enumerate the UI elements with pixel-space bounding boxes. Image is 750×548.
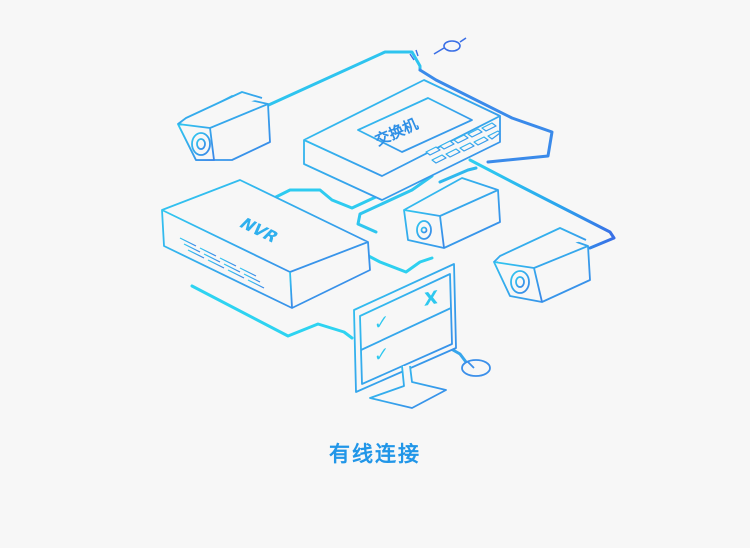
- nvr-icon: [161, 179, 371, 309]
- cable-camera-middle: [438, 166, 478, 184]
- mouse-icon: [461, 359, 491, 377]
- monitor-mark-1: ✓: [374, 311, 389, 335]
- camera-icon: [493, 227, 591, 303]
- cable-nvr-bottom-loop: [190, 284, 354, 340]
- diagram-caption: 有线连接: [329, 442, 421, 466]
- switch-icon: [303, 79, 501, 201]
- monitor-icon: [353, 263, 457, 409]
- monitor-mark-2: X: [424, 287, 438, 311]
- cable-camera-top-to-switch: [260, 50, 422, 110]
- camera-icon: [403, 177, 501, 249]
- cable-switch-to-top-mouse: [418, 68, 554, 164]
- cable-switch-to-camera-right: [468, 158, 616, 250]
- cable-switch-to-nvr-2: [356, 174, 434, 234]
- monitor-mark-3: ✓: [374, 343, 389, 367]
- mouse-icon: [433, 37, 467, 55]
- camera-icon: [177, 91, 271, 161]
- network-cable-icon: [409, 49, 419, 61]
